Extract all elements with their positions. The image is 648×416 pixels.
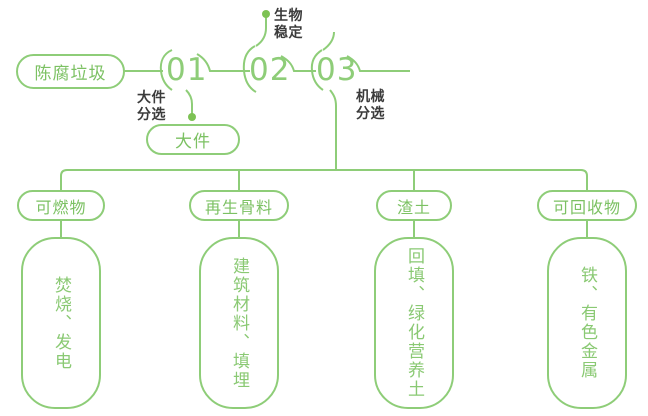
intermediate-output-label: 大件 — [175, 132, 211, 151]
output-category-label-2: 再生骨料 — [204, 199, 273, 217]
destination-box-2 — [199, 237, 279, 409]
arc-03-top — [322, 31, 335, 51]
link-02-to-03 — [280, 55, 316, 72]
output-category-label-1: 可燃物 — [35, 199, 87, 217]
output-category-label-4: 可回收物 — [552, 199, 621, 217]
destination-label-2: 建筑材料、填埋 — [230, 256, 249, 390]
output-category-1[interactable]: 可燃物 — [18, 191, 104, 220]
destination-label-4: 铁、有色金属 — [578, 266, 597, 380]
destination-node-3[interactable]: 回填、绿化营养土 — [375, 238, 453, 408]
destination-label-3: 回填、绿化营养土 — [405, 247, 424, 399]
source-pill-outline — [16, 54, 125, 89]
branch-03-to-distribution-bar — [329, 89, 337, 170]
destination-box-1 — [21, 237, 101, 409]
category-pill-outline-3 — [376, 190, 452, 221]
output-category-4[interactable]: 可回收物 — [538, 191, 636, 220]
intermediate-output-node[interactable]: 大件 — [147, 125, 239, 154]
distribution-bar — [60, 169, 588, 183]
output-category-label-3: 渣土 — [396, 199, 431, 217]
category-pill-outline-2 — [189, 190, 289, 221]
bulky-pill-outline — [146, 124, 240, 155]
destination-node-4[interactable]: 铁、有色金属 — [548, 238, 626, 408]
output-category-2[interactable]: 再生骨料 — [190, 191, 288, 220]
branch-01-to-bulky-dot — [185, 89, 193, 116]
destination-box-3 — [374, 237, 454, 409]
bio-branch-dot — [262, 10, 270, 18]
destination-node-1[interactable]: 焚烧、发电 — [22, 238, 100, 408]
destination-box-4 — [547, 237, 627, 409]
destination-label-1: 焚烧、发电 — [52, 275, 71, 371]
output-category-3[interactable]: 渣土 — [377, 191, 451, 220]
bulky-branch-dot — [188, 113, 196, 121]
source-node[interactable]: 陈腐垃圾 — [17, 55, 124, 88]
arc-02-left — [242, 45, 257, 93]
category-pill-outline-4 — [537, 190, 637, 221]
branch-02-to-bio-dot — [255, 16, 267, 47]
link-01-to-02 — [196, 53, 250, 72]
arc-01-left — [159, 49, 173, 91]
source-node-label: 陈腐垃圾 — [34, 64, 107, 83]
category-pill-outline-1 — [17, 190, 105, 221]
arc-03-left — [310, 49, 324, 91]
link-03-tail — [346, 55, 410, 72]
destination-node-2[interactable]: 建筑材料、填埋 — [200, 238, 278, 408]
